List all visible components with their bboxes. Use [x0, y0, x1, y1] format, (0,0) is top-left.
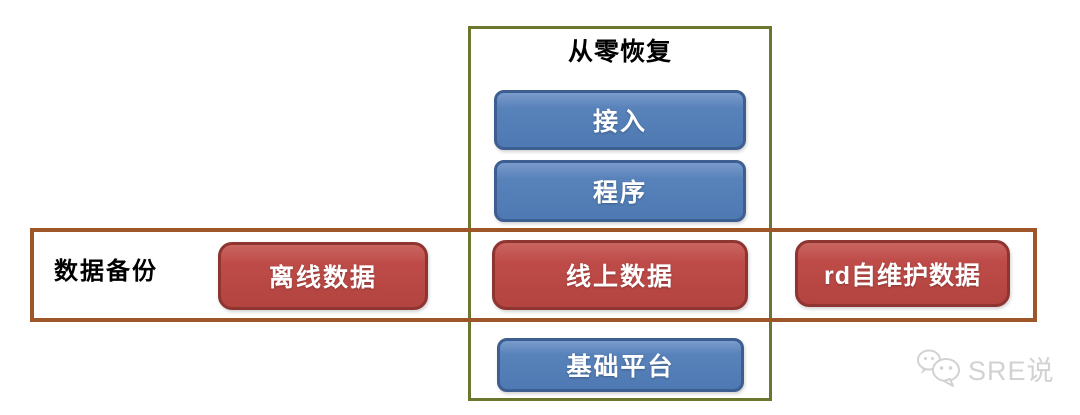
- backup-row-outline: [30, 228, 1037, 322]
- node-program: 程序: [494, 160, 746, 222]
- node-base-platform: 基础平台: [497, 338, 744, 392]
- backup-row-title: 数据备份: [54, 258, 158, 285]
- recovery-column-title: 从零恢复: [567, 38, 672, 66]
- node-online-data: 线上数据: [492, 240, 748, 310]
- node-rd-data: rd自维护数据: [795, 240, 1010, 307]
- watermark: SRE说: [916, 348, 1055, 388]
- watermark-text: SRE说: [968, 355, 1055, 386]
- node-offline-data: 离线数据: [218, 242, 428, 310]
- recovery-column-outline: [468, 26, 772, 401]
- node-access: 接入: [494, 90, 746, 150]
- wechat-icon: [916, 348, 962, 388]
